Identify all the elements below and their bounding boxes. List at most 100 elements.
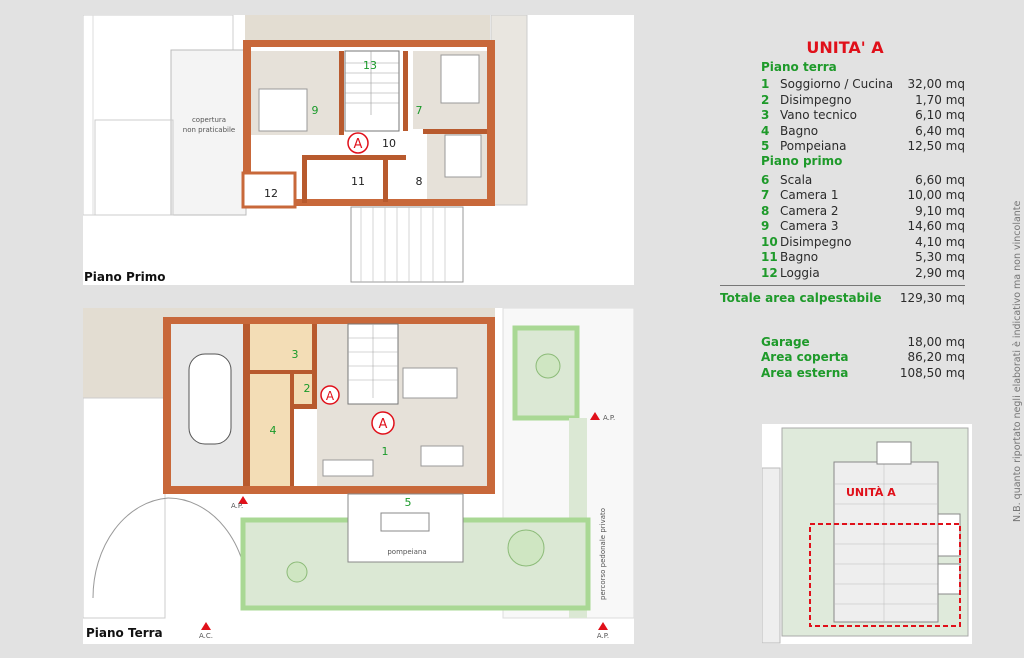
room-index: 10	[761, 235, 778, 249]
room-area: 32,00 mq	[907, 77, 965, 91]
room-area: 14,60 mq	[907, 219, 965, 233]
access-marker-icon	[201, 622, 211, 630]
extra-value: 108,50 mq	[899, 366, 965, 380]
room-name: Bagno	[780, 124, 819, 138]
room-name: Camera 2	[780, 204, 839, 218]
room-index: 6	[761, 173, 770, 187]
ground-floor-plan: 3 2 4 1 5 pompeiana A A A.C. A.P. A.P. A…	[82, 307, 635, 640]
room-number: 9	[312, 104, 319, 117]
room-number: 13	[363, 59, 377, 72]
room-name: Scala	[780, 173, 813, 187]
room-index: 11	[761, 250, 778, 264]
room-number: 7	[416, 104, 423, 117]
first-floor-panel: copertura non praticabile	[82, 14, 634, 285]
unit-marker-circle	[347, 132, 369, 154]
keyplan-label: UNITÀ A	[846, 486, 896, 499]
legend-row: 1 Soggiorno / Cucina 32,00 mq	[761, 77, 965, 92]
unit-marker-circle	[371, 411, 395, 435]
room-area: 6,60 mq	[915, 173, 965, 187]
extra-value: 86,20 mq	[907, 350, 965, 364]
room-area: 1,70 mq	[915, 93, 965, 107]
total-divider	[720, 285, 965, 286]
room-name: Camera 1	[780, 188, 839, 202]
legend-row: 5 Pompeiana 12,50 mq	[761, 139, 965, 154]
roof-note-2: non praticabile	[183, 126, 235, 134]
ap-label: A.P.	[231, 502, 243, 510]
room-name: Bagno	[780, 250, 819, 264]
room-area: 9,10 mq	[915, 204, 965, 218]
room-index: 4	[761, 124, 770, 138]
key-plan: UNITÀ A	[761, 424, 972, 644]
unit-title: UNITA' A	[806, 38, 884, 57]
room-name: Vano tecnico	[780, 108, 857, 122]
room-name: Camera 3	[780, 219, 839, 233]
first-floor-plan: copertura non praticabile	[82, 14, 528, 283]
section-first: Piano primo	[761, 154, 843, 168]
legend-row: 7 Camera 1 10,00 mq	[761, 188, 965, 203]
room-name: Pompeiana	[780, 139, 847, 153]
room-number: 4	[270, 424, 277, 437]
room-number: 3	[292, 348, 299, 361]
ground-floor-panel: 3 2 4 1 5 pompeiana A A A.C. A.P. A.P. A…	[82, 307, 635, 644]
access-marker-icon	[598, 622, 608, 630]
room-area: 10,00 mq	[907, 188, 965, 202]
legend-row: 4 Bagno 6,40 mq	[761, 124, 965, 139]
access-marker-icon	[238, 496, 248, 504]
room-area: 12,50 mq	[907, 139, 965, 153]
ap-label: A.P.	[603, 414, 615, 422]
pergola-label: pompeiana	[387, 548, 426, 556]
legend-row: 6 Scala 6,60 mq	[761, 173, 965, 188]
room-number: 2	[304, 382, 311, 395]
room-index: 2	[761, 93, 770, 107]
unit-marker: A	[354, 137, 363, 152]
roof-note-1: copertura	[192, 116, 226, 124]
room-index: 3	[761, 108, 770, 122]
room-area: 2,90 mq	[915, 266, 965, 280]
room-name: Disimpegno	[780, 93, 852, 107]
room-index: 9	[761, 219, 770, 233]
room-number: 12	[264, 187, 278, 200]
extra-label: Area esterna	[761, 366, 849, 380]
legend-row: 8 Camera 2 9,10 mq	[761, 204, 965, 219]
room-index: 5	[761, 139, 770, 153]
total-value: 129,30 mq	[899, 291, 965, 305]
room-name: Loggia	[780, 266, 820, 280]
unit-marker: A	[379, 417, 388, 432]
room-number: 8	[416, 175, 423, 188]
key-plan-drawing: UNITÀ A	[761, 424, 972, 644]
extra-value: 18,00 mq	[907, 335, 965, 349]
room-index: 1	[761, 77, 770, 91]
room-number: 10	[382, 137, 396, 150]
room-area: 6,40 mq	[915, 124, 965, 138]
ground-floor-label: Piano Terra	[86, 626, 163, 640]
ac-label: A.C.	[199, 632, 213, 640]
room-index: 8	[761, 204, 770, 218]
room-number: 5	[405, 496, 412, 509]
first-floor-label: Piano Primo	[84, 270, 166, 284]
room-area: 5,30 mq	[915, 250, 965, 264]
disclaimer-note: N.B. quanto riportato negli elaborati è …	[1012, 200, 1023, 522]
unit-marker: A	[326, 389, 335, 403]
legend-row: 2 Disimpegno 1,70 mq	[761, 93, 965, 108]
path-label: percorso pedonale privato	[599, 508, 607, 600]
legend-row: 3 Vano tecnico 6,10 mq	[761, 108, 965, 123]
room-number: 1	[382, 445, 389, 458]
room-area: 6,10 mq	[915, 108, 965, 122]
room-name: Soggiorno / Cucina	[780, 77, 894, 91]
total-label: Totale area calpestabile	[720, 291, 882, 305]
room-name: Disimpegno	[780, 235, 852, 249]
ap-label: A.P.	[597, 632, 609, 640]
legend-row: 9 Camera 3 14,60 mq	[761, 219, 965, 234]
room-index: 12	[761, 266, 778, 280]
unit-highlight	[809, 523, 961, 627]
extra-label: Area coperta	[761, 350, 849, 364]
room-index: 7	[761, 188, 770, 202]
room-area: 4,10 mq	[915, 235, 965, 249]
section-ground: Piano terra	[761, 60, 837, 74]
unit-marker-circle	[320, 385, 340, 405]
access-marker-icon	[590, 412, 600, 420]
room-number: 11	[351, 175, 365, 188]
